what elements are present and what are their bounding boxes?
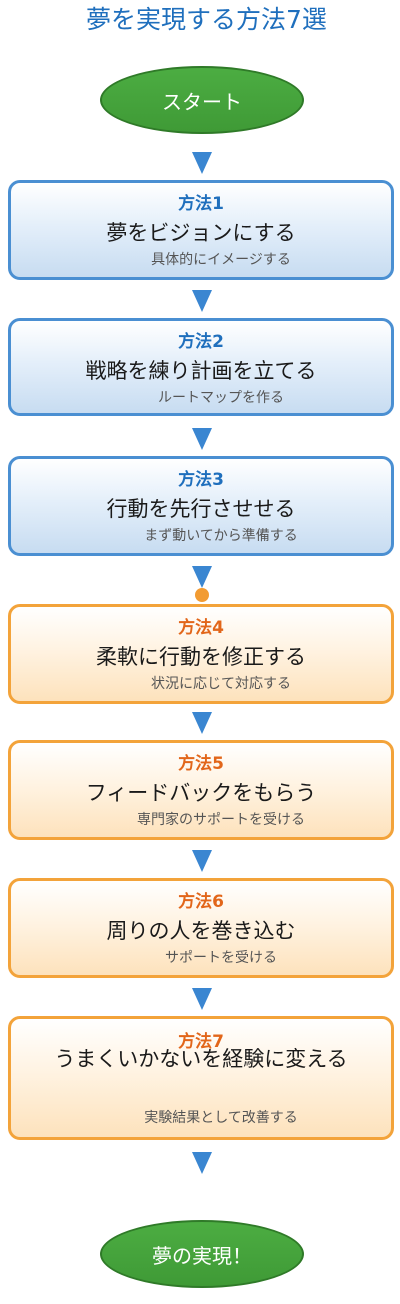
step-title: 夢をビジョンにする <box>106 221 296 245</box>
step-subtitle: 専門家のサポートを受ける <box>137 812 305 828</box>
down-arrow-icon <box>192 428 212 450</box>
step-title: 戦略を練り計画を立てる <box>85 359 317 383</box>
step-label: 方法6 <box>178 892 224 912</box>
down-arrow-icon <box>192 988 212 1010</box>
end-node: 夢の実現！ <box>100 1220 304 1288</box>
step-title: 柔軟に行動を修正する <box>96 645 306 669</box>
down-arrow-icon <box>192 290 212 312</box>
step-subtitle: ルートマップを作る <box>158 390 284 406</box>
down-arrow-icon <box>192 566 212 588</box>
step-subtitle: 実験結果として改善する <box>144 1110 298 1126</box>
step-subtitle: 状況に応じて対応する <box>151 676 291 692</box>
step-label: 方法4 <box>178 618 224 638</box>
step-5-box: 方法5 フィードバックをもらう 専門家のサポートを受ける <box>8 740 394 840</box>
step-label: 方法5 <box>178 754 224 774</box>
step-subtitle: 具体的にイメージする <box>151 252 291 268</box>
step-3-box: 方法3 行動を先行させせる まず動いてから準備する <box>8 456 394 556</box>
step-4-box: 方法4 柔軟に行動を修正する 状況に応じて対応する <box>8 604 394 704</box>
step-7-box: 方法7 うまくいかないを経験に変える 実験結果として改善する <box>8 1016 394 1140</box>
start-node: スタート <box>100 66 304 134</box>
step-label: 方法1 <box>178 194 224 214</box>
step-label: 方法3 <box>178 470 224 490</box>
step-title: フィードバックをもらう <box>85 781 317 805</box>
step-label: 方法7 <box>178 1032 224 1052</box>
step-subtitle: まず動いてから準備する <box>144 528 298 544</box>
step-title: 周りの人を巻き込む <box>106 919 296 943</box>
step-label: 方法2 <box>178 332 224 352</box>
step-2-box: 方法2 戦略を練り計画を立てる ルートマップを作る <box>8 318 394 416</box>
step-subtitle: サポートを受ける <box>165 950 277 966</box>
step-title: 行動を先行させせる <box>106 497 296 521</box>
step-6-box: 方法6 周りの人を巻き込む サポートを受ける <box>8 878 394 978</box>
down-arrow-icon <box>192 152 212 174</box>
connector-dot <box>195 588 209 602</box>
step-title: うまくいかないを経験に変える <box>54 1047 348 1071</box>
down-arrow-icon <box>192 1152 212 1174</box>
down-arrow-icon <box>192 850 212 872</box>
step-1-box: 方法1 夢をビジョンにする 具体的にイメージする <box>8 180 394 280</box>
down-arrow-icon <box>192 712 212 734</box>
diagram-title: 夢を実現する方法7選 <box>86 5 327 34</box>
